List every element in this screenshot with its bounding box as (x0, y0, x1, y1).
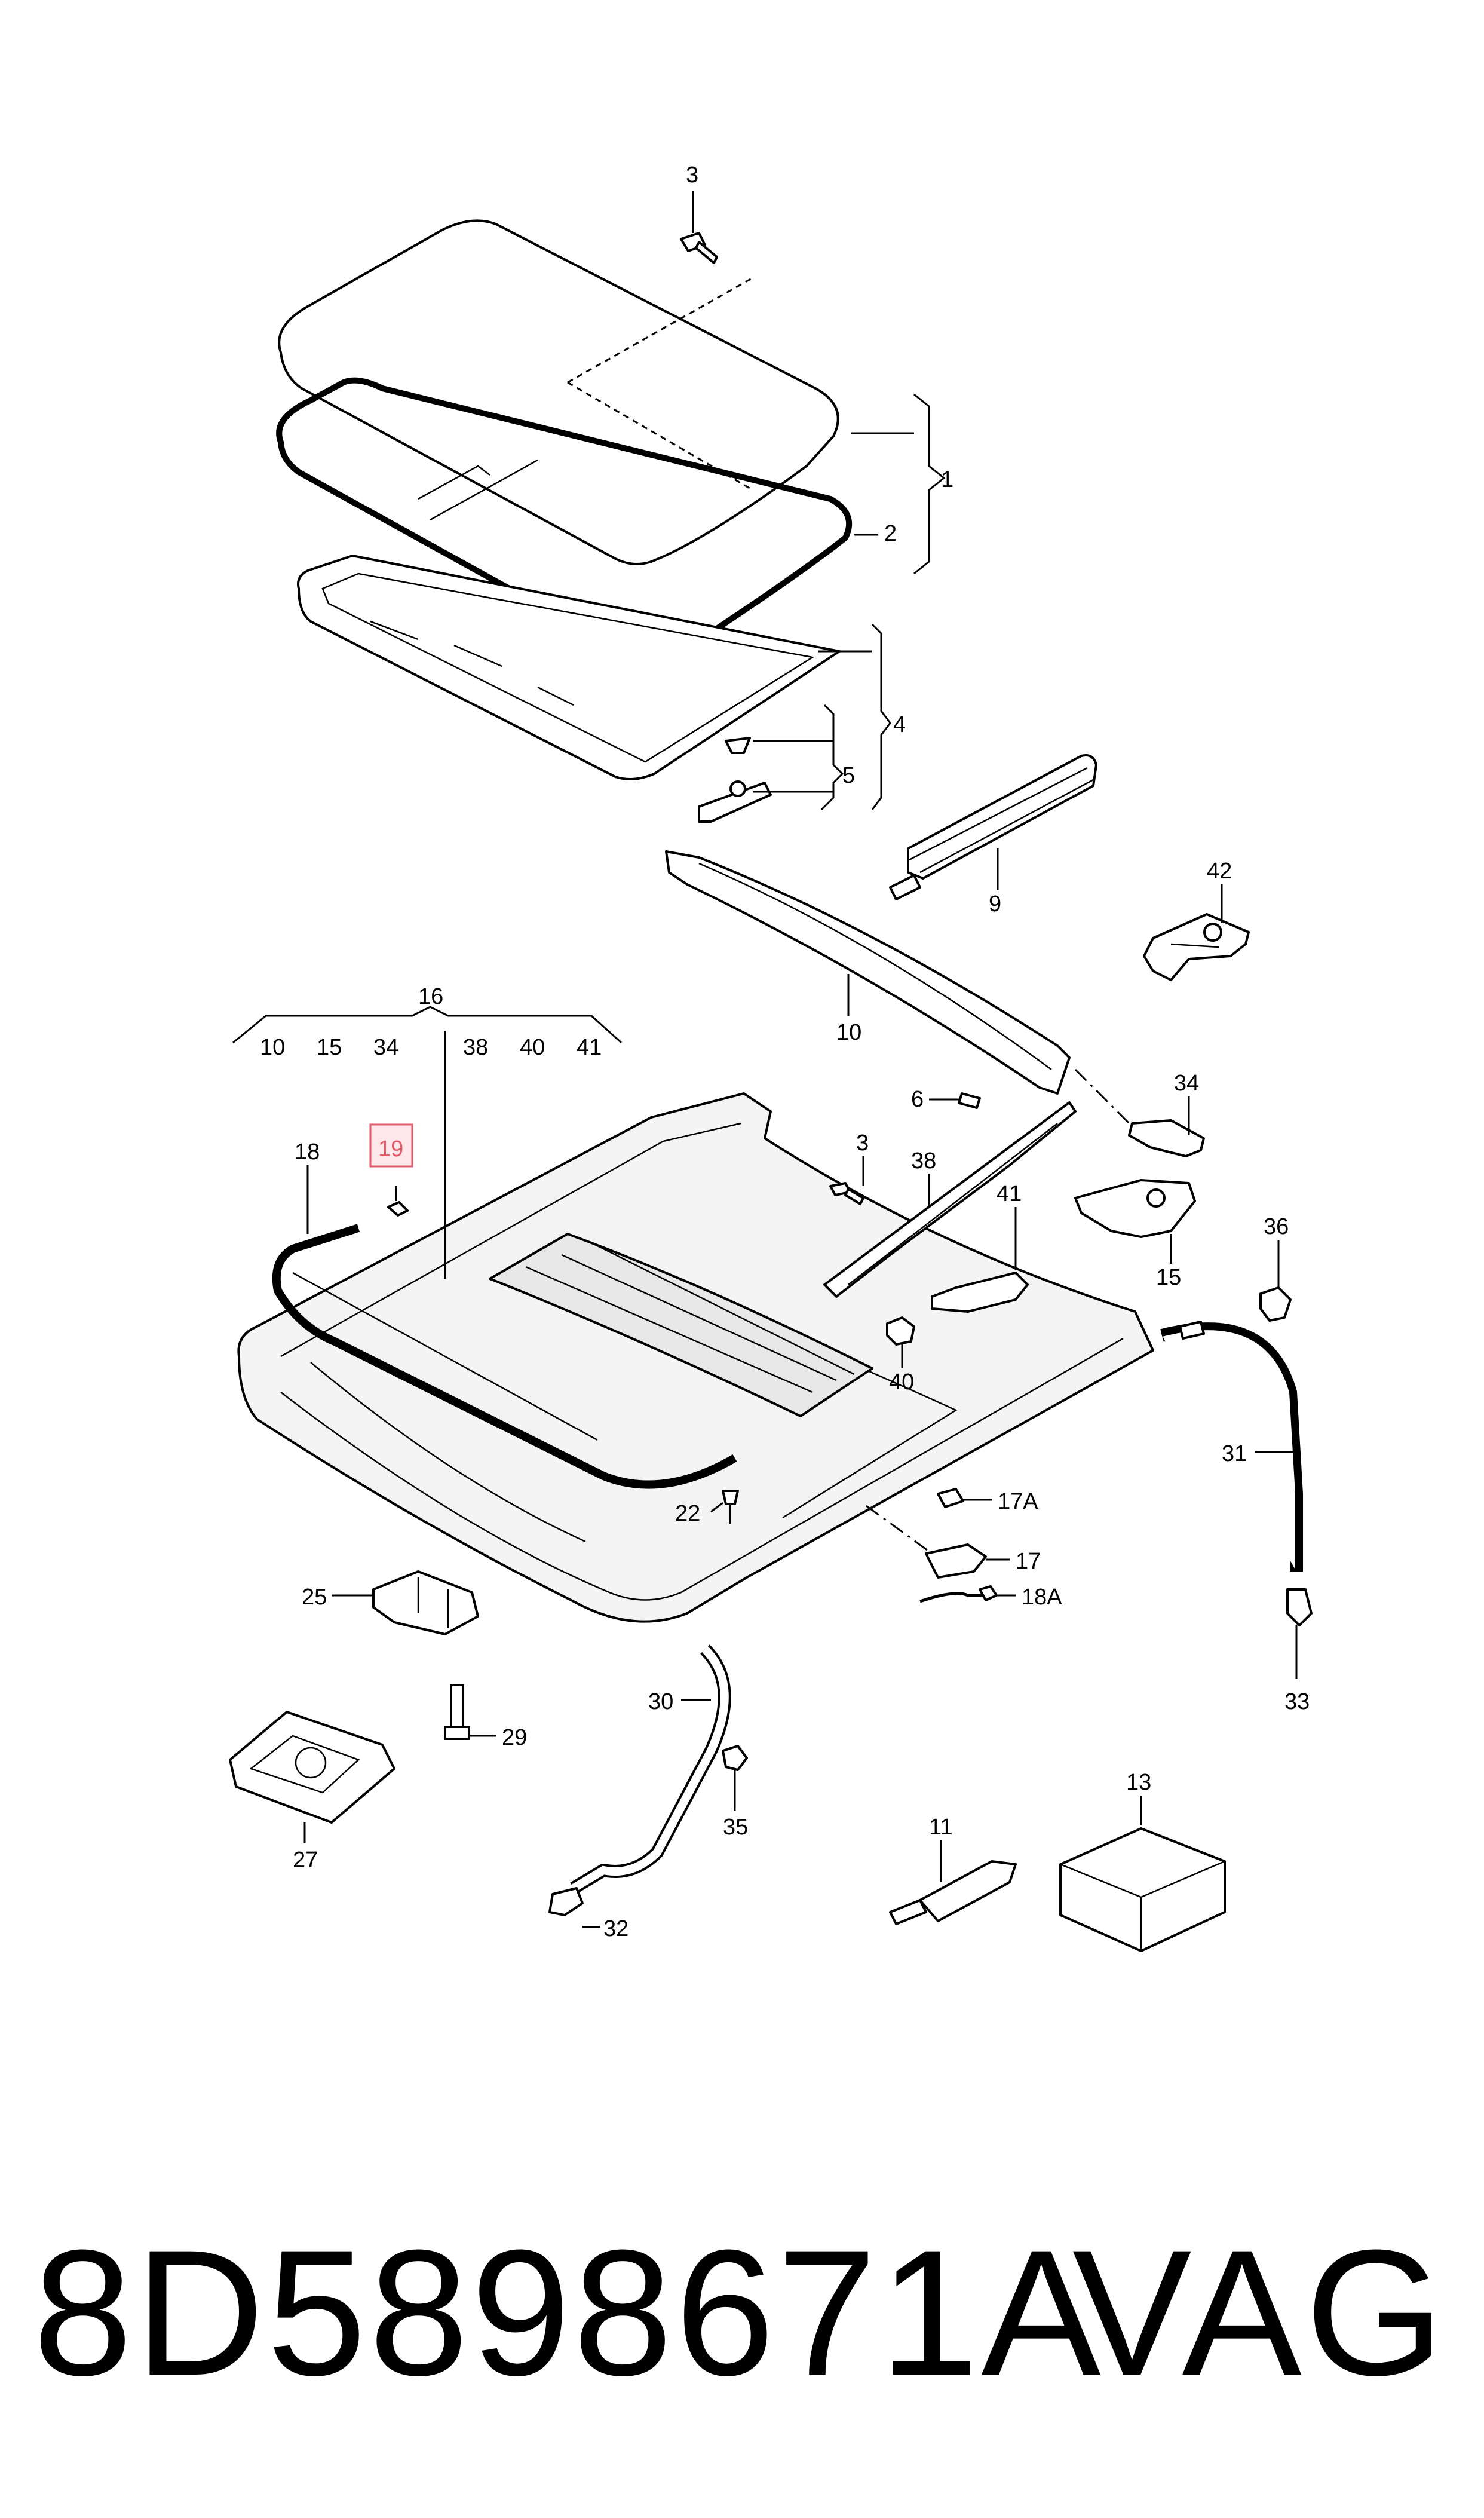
callout-10: 10 (836, 1020, 861, 1045)
callout-41: 41 (997, 1181, 1022, 1206)
main-frame-assembly (237, 1092, 1154, 1623)
callout-36: 36 (1264, 1214, 1289, 1239)
callout-40: 40 (889, 1370, 914, 1395)
callout-17a: 17A (998, 1489, 1038, 1514)
callout-16-34: 34 (373, 1035, 398, 1060)
callout-16-10: 10 (260, 1035, 285, 1060)
brand-label: VAG (1072, 2212, 1448, 2413)
callout-1: 1 (941, 467, 953, 492)
callout-16-41: 41 (577, 1035, 602, 1060)
callout-30: 30 (648, 1689, 673, 1714)
callout-4: 4 (893, 712, 906, 737)
drain-hose-31 (1160, 1321, 1313, 1626)
bracket-17 (925, 1543, 987, 1579)
bracket-34 (1128, 1119, 1205, 1157)
callout-33: 33 (1284, 1689, 1310, 1714)
grease-tube-11 (889, 1860, 1017, 1925)
drain-hose-30 (548, 1644, 731, 1916)
part-19-clip (387, 1201, 409, 1217)
frame-seal (272, 1224, 737, 1489)
callout-38: 38 (911, 1148, 936, 1174)
motor-25 (372, 1570, 479, 1635)
slider-part-41 (931, 1272, 1029, 1313)
frame-clip-set (698, 737, 772, 823)
callout-16-38: 38 (463, 1035, 488, 1060)
part-number: 8D5898671A (33, 2212, 1103, 2413)
cap-36 (1259, 1286, 1292, 1322)
callout-18: 18 (295, 1139, 320, 1165)
leader-lines (232, 191, 1298, 1928)
slide-shoe-40 (886, 1316, 915, 1346)
screw-top (680, 232, 718, 264)
callout-31: 31 (1222, 1441, 1247, 1466)
mechanism-15 (1074, 1179, 1196, 1238)
cable-guide-rail (823, 1101, 1077, 1298)
callout-16: 16 (418, 984, 443, 1009)
screw-22 (722, 1490, 739, 1524)
callout-34: 34 (1174, 1071, 1199, 1096)
callout-labels: 3 1 2 4 5 9 10 42 16 10 15 34 38 40 41 3… (260, 163, 1310, 1941)
wire-18a (919, 1585, 998, 1603)
clip-17a (937, 1488, 964, 1508)
drive-bracket (1143, 913, 1250, 981)
callout-3-mid: 3 (856, 1131, 869, 1156)
callout-5: 5 (842, 763, 855, 788)
callout-3-top: 3 (686, 163, 698, 188)
callout-19: 19 (378, 1137, 403, 1162)
wind-deflector-strip (889, 754, 1097, 900)
clip-35 (722, 1745, 748, 1771)
callout-19-highlight (369, 1123, 413, 1168)
callout-9: 9 (989, 892, 1001, 917)
callout-42: 42 (1207, 859, 1232, 884)
callout-17: 17 (1016, 1549, 1041, 1574)
callout-13: 13 (1126, 1770, 1151, 1795)
callout-32: 32 (603, 1916, 628, 1941)
callout-35: 35 (723, 1815, 748, 1840)
control-module-27 (229, 1711, 395, 1824)
callout-18a: 18A (1022, 1585, 1062, 1610)
box-13 (1059, 1827, 1226, 1952)
callout-16-15: 15 (317, 1035, 342, 1060)
callout-25: 25 (302, 1585, 327, 1610)
callout-16-40: 40 (520, 1035, 545, 1060)
callout-22: 22 (675, 1501, 700, 1526)
callout-11: 11 (929, 1815, 952, 1840)
screw-mid (829, 1182, 864, 1205)
callout-15: 15 (1156, 1265, 1181, 1290)
glass-panel (278, 219, 839, 565)
front-guide-rail (665, 850, 1071, 1095)
glass-frame (297, 555, 841, 780)
callout-29: 29 (502, 1725, 527, 1750)
callout-27: 27 (293, 1848, 318, 1873)
bolt-29 (444, 1684, 470, 1740)
callout-2: 2 (884, 521, 897, 546)
spring-6 (958, 1092, 981, 1109)
callout-6: 6 (911, 1087, 924, 1112)
